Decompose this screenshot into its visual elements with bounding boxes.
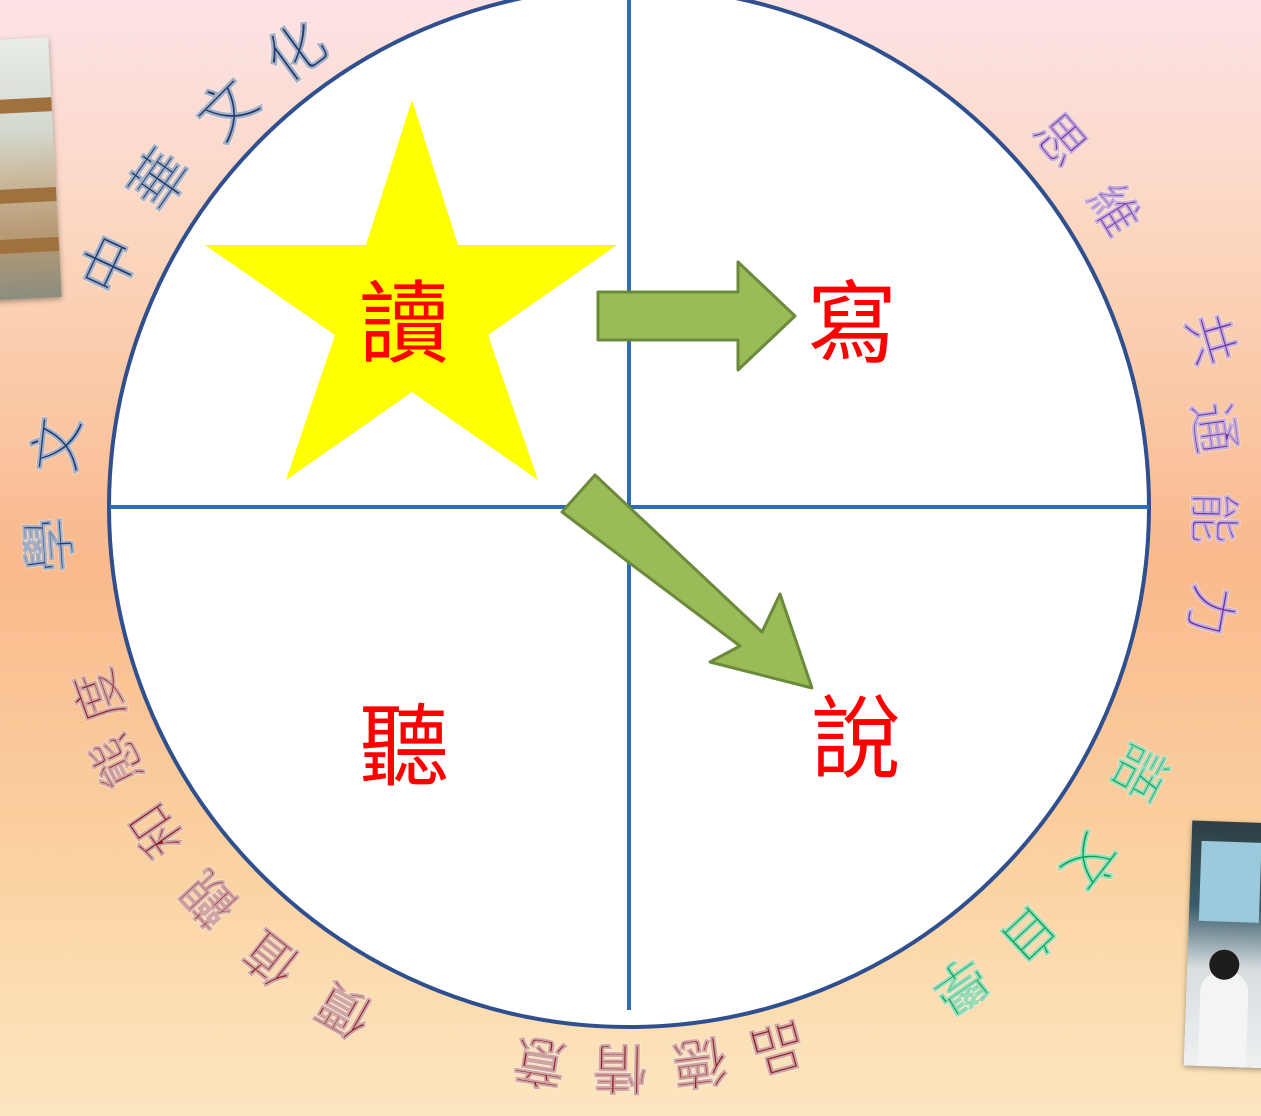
- ring-label-moral-affective-char: 意: [508, 1026, 571, 1098]
- ring-label-moral-affective-char: 情: [593, 1036, 648, 1101]
- ring-label-self-learning-char: 學: [920, 943, 1001, 1026]
- ring-label-moral-affective-char: 德: [669, 1027, 731, 1097]
- star-shape: [205, 100, 617, 480]
- ring-label-chinese-culture-char: 中: [67, 224, 153, 305]
- ring-label-self-learning-char: 自: [988, 893, 1071, 977]
- speak-label: 說: [811, 687, 901, 792]
- ring-label-values-attitudes-char: 價: [307, 971, 383, 1050]
- ring-label-generic-skills-char: 能: [1182, 491, 1244, 544]
- ring-label-values-attitudes-char: 值: [233, 918, 312, 998]
- ring-label-thinking-char: 思: [1021, 102, 1098, 178]
- ring-label-literature-char: 文: [22, 414, 94, 477]
- write-label: 寫: [807, 272, 897, 377]
- ring-label-self-learning-char: 語: [1099, 733, 1181, 810]
- ring-label-moral-affective-char: 品: [743, 1010, 812, 1086]
- ring-label-literature-char: 學: [15, 515, 85, 575]
- ring-label-values-attitudes-char: 態: [79, 723, 157, 797]
- ring-label-values-attitudes-char: 和: [117, 791, 197, 868]
- ring-label-generic-skills-char: 通: [1179, 398, 1246, 458]
- ring-label-values-attitudes-char: 觀: [170, 858, 250, 938]
- arrow-read-to-speak: [560, 473, 814, 690]
- ring-label-thinking-char: 維: [1076, 173, 1152, 246]
- ring-label-values-attitudes-char: 度: [63, 660, 138, 729]
- arrow-read-to-write: [596, 260, 797, 372]
- listen-label: 聽: [359, 695, 449, 800]
- ring-label-chinese-culture-char: 華: [116, 137, 205, 223]
- ring-label-generic-skills-char: 力: [1175, 579, 1244, 641]
- ring-label-self-learning-char: 文: [1048, 821, 1132, 903]
- read-label: 讀: [359, 272, 449, 377]
- ring-label-generic-skills-char: 共: [1174, 307, 1247, 374]
